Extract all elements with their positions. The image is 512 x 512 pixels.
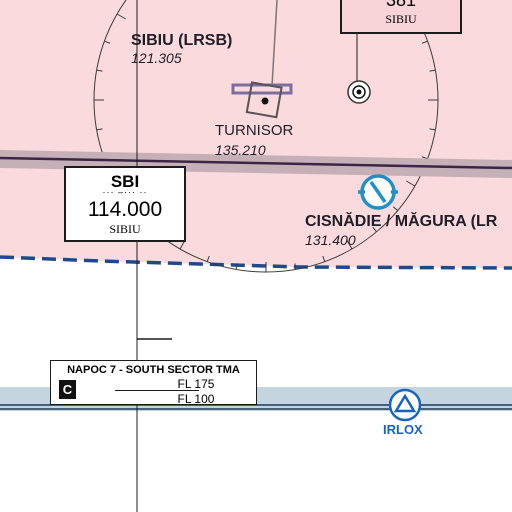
sector-class-badge: C xyxy=(59,380,76,399)
airport-name-sibiu: SIBIU (LRSB) xyxy=(131,32,233,49)
compass-tick xyxy=(206,255,210,262)
top-box-name: SIBIU xyxy=(385,12,417,26)
compass-tick xyxy=(96,128,103,131)
tower-name: TURNISOR xyxy=(215,122,294,139)
ctr-boundary xyxy=(0,255,512,270)
sector-limit-divider xyxy=(115,390,199,391)
reporting-point-name: IRLOX xyxy=(383,422,423,437)
ndb-dot-icon[interactable] xyxy=(347,80,371,104)
compass-tick xyxy=(322,255,326,262)
sector-upper-limit: FL 175 xyxy=(177,377,215,391)
navaid-morse: ··· –··· ·· xyxy=(102,187,148,197)
airway-line xyxy=(0,156,512,170)
top-box-frequency: 381 xyxy=(385,0,417,10)
compass-tick xyxy=(429,69,436,72)
compulsory-reporting-point-icon[interactable] xyxy=(388,388,422,422)
compass-tick xyxy=(406,180,416,187)
sector-title: NAPOC 7 - SOUTH SECTOR TMA xyxy=(67,364,240,376)
tower-frequency: 135.210 xyxy=(215,142,266,158)
compass-tick xyxy=(294,263,297,270)
compass-tick xyxy=(372,226,377,233)
compass-tick xyxy=(392,206,399,211)
sector-lower-limit: FL 100 xyxy=(177,392,215,406)
airport-name-cisnadie: CISNĂDIE / MĂGURA (LR xyxy=(305,213,498,230)
airport-frequency-sibiu: 121.305 xyxy=(131,50,182,66)
top-frequency-box[interactable]: 381 SIBIU xyxy=(340,0,462,34)
compass-tick xyxy=(96,69,103,72)
compass-tick xyxy=(104,40,111,44)
navaid-name: SIBIU xyxy=(109,222,141,236)
compass-tick xyxy=(116,13,126,20)
heliport-circle-icon[interactable] xyxy=(358,174,398,210)
vor-navaid-box[interactable]: SBI ··· –··· ·· 114.000 SIBIU xyxy=(64,166,186,242)
compass-tick xyxy=(429,128,436,131)
navaid-frequency: 114.000 xyxy=(87,198,163,221)
airport-frequency-cisnadie: 131.400 xyxy=(305,232,356,248)
track-line xyxy=(271,0,278,87)
tma-sector-box[interactable]: NAPOC 7 - SOUTH SECTOR TMA C FL 175 FL 1… xyxy=(50,360,257,406)
compass-tick xyxy=(346,240,353,250)
heliport-square-icon[interactable] xyxy=(231,81,293,119)
compass-tick xyxy=(235,263,238,270)
compass-tick xyxy=(421,40,428,44)
navaid-ident: SBI xyxy=(110,172,140,191)
